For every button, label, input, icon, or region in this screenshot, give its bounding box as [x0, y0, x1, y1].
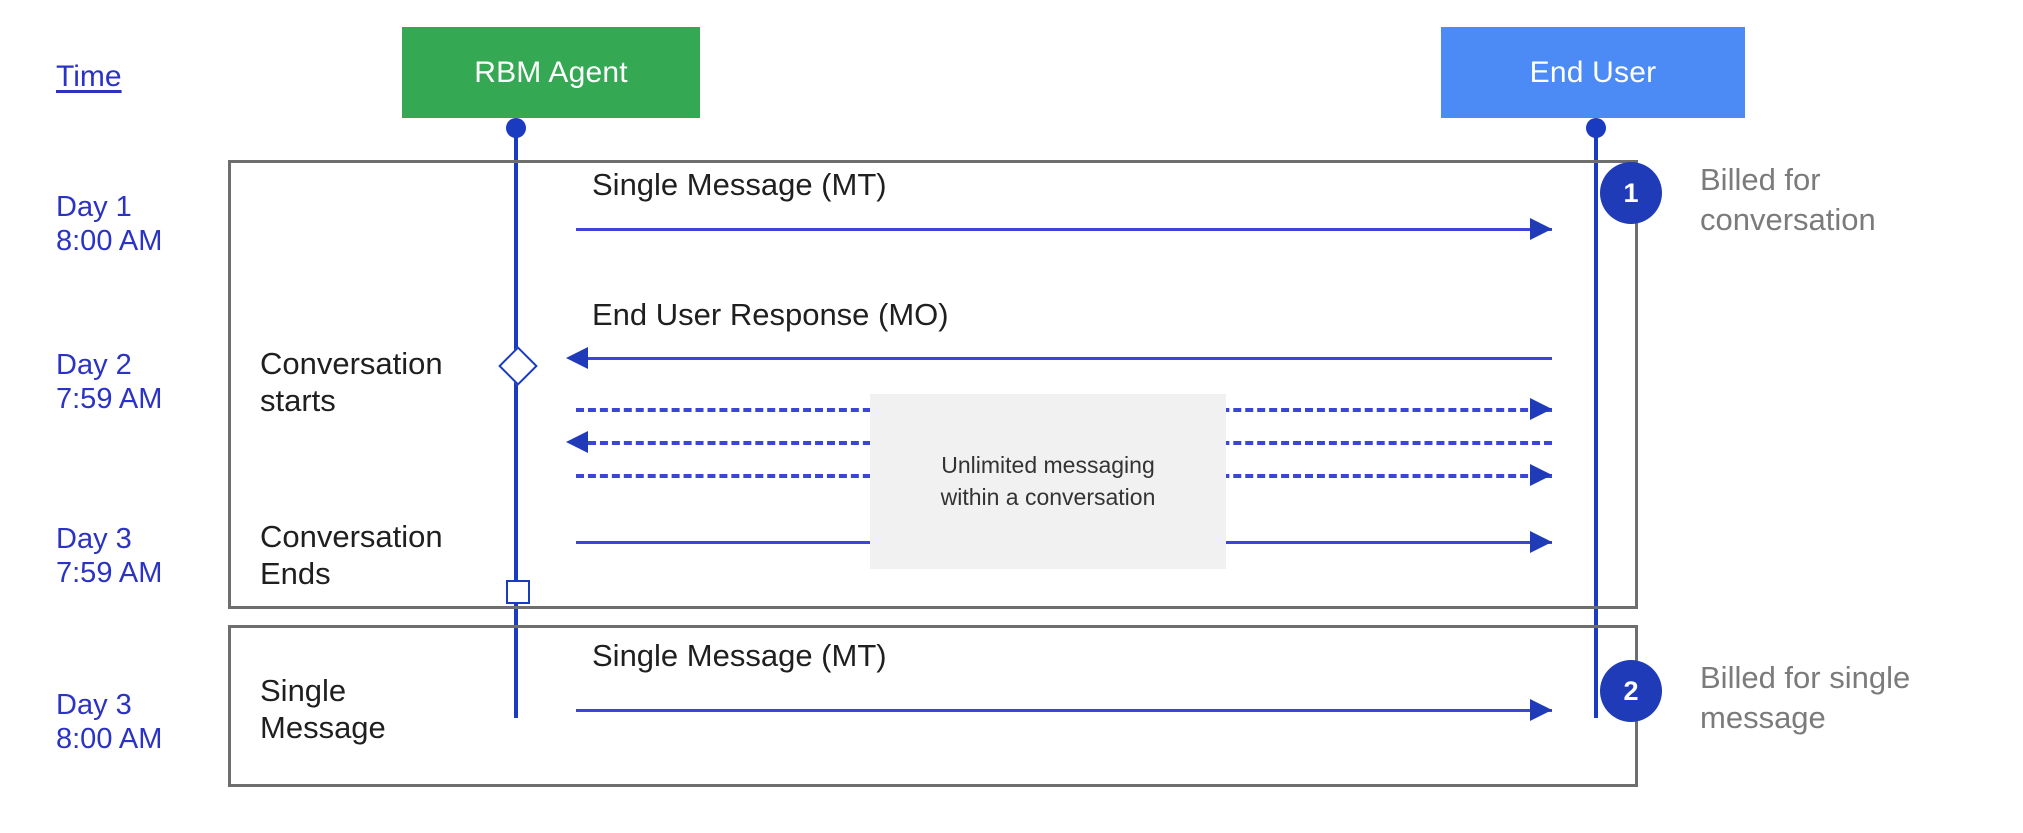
time-label-day1-8am: Day 1 8:00 AM	[56, 191, 163, 258]
message-line-single-message-mt-2	[576, 709, 1552, 712]
time-column-header: Time	[56, 60, 122, 93]
lifeline-anchor-dot-rbm-agent	[506, 118, 526, 138]
actor-box-end-user: End User	[1441, 27, 1745, 118]
message-line-single-message-mt-1	[576, 228, 1552, 231]
message-line-end-user-response-mo	[588, 357, 1552, 360]
arrowhead-right-unlimited-4	[1530, 531, 1552, 553]
arrowhead-left-end-user-response-mo	[566, 347, 588, 369]
arrowhead-left-unlimited-2	[566, 431, 588, 453]
time-label-day2-759am: Day 2 7:59 AM	[56, 349, 163, 416]
lifeline-end-user	[1594, 126, 1598, 718]
frame-conversation-billing	[228, 160, 1638, 609]
badge-billing-step-2: 2	[1600, 660, 1662, 722]
actor-box-rbm-agent: RBM Agent	[402, 27, 700, 118]
badge-billing-step-1: 1	[1600, 162, 1662, 224]
badge-label-2: 2	[1623, 675, 1639, 706]
lifeline-anchor-dot-end-user	[1586, 118, 1606, 138]
actor-label-end-user: End User	[1529, 55, 1657, 89]
arrowhead-right-unlimited-1	[1530, 398, 1552, 420]
frame-label-single-message: Single Message	[260, 673, 386, 746]
time-label-day3-759am: Day 3 7:59 AM	[56, 523, 163, 590]
message-label-single-message-mt-2: Single Message (MT)	[592, 638, 887, 673]
lifeline-rbm-agent	[514, 126, 518, 718]
lifeline-marker-conversation-end	[506, 580, 530, 604]
note-box-unlimited-messaging: Unlimited messaging within a conversatio…	[870, 394, 1226, 569]
arrowhead-right-unlimited-3	[1530, 464, 1552, 486]
annotation-billed-for-conversation: Billed for conversation	[1700, 162, 1876, 237]
frame-single-message-billing	[228, 625, 1638, 787]
note-text-unlimited-messaging: Unlimited messaging within a conversatio…	[940, 452, 1156, 510]
arrowhead-right-single-message-mt-1	[1530, 218, 1552, 240]
frame-label-conversation-ends: Conversation Ends	[260, 519, 443, 592]
frame-label-conversation-starts: Conversation starts	[260, 346, 443, 419]
message-label-single-message-mt-1: Single Message (MT)	[592, 167, 887, 202]
message-label-end-user-response-mo: End User Response (MO)	[592, 297, 949, 332]
time-label-day3-8am: Day 3 8:00 AM	[56, 689, 163, 756]
actor-label-rbm-agent: RBM Agent	[474, 55, 628, 89]
annotation-billed-for-single-message: Billed for single message	[1700, 660, 1911, 735]
arrowhead-right-single-message-mt-2	[1530, 699, 1552, 721]
badge-label-1: 1	[1623, 177, 1639, 208]
